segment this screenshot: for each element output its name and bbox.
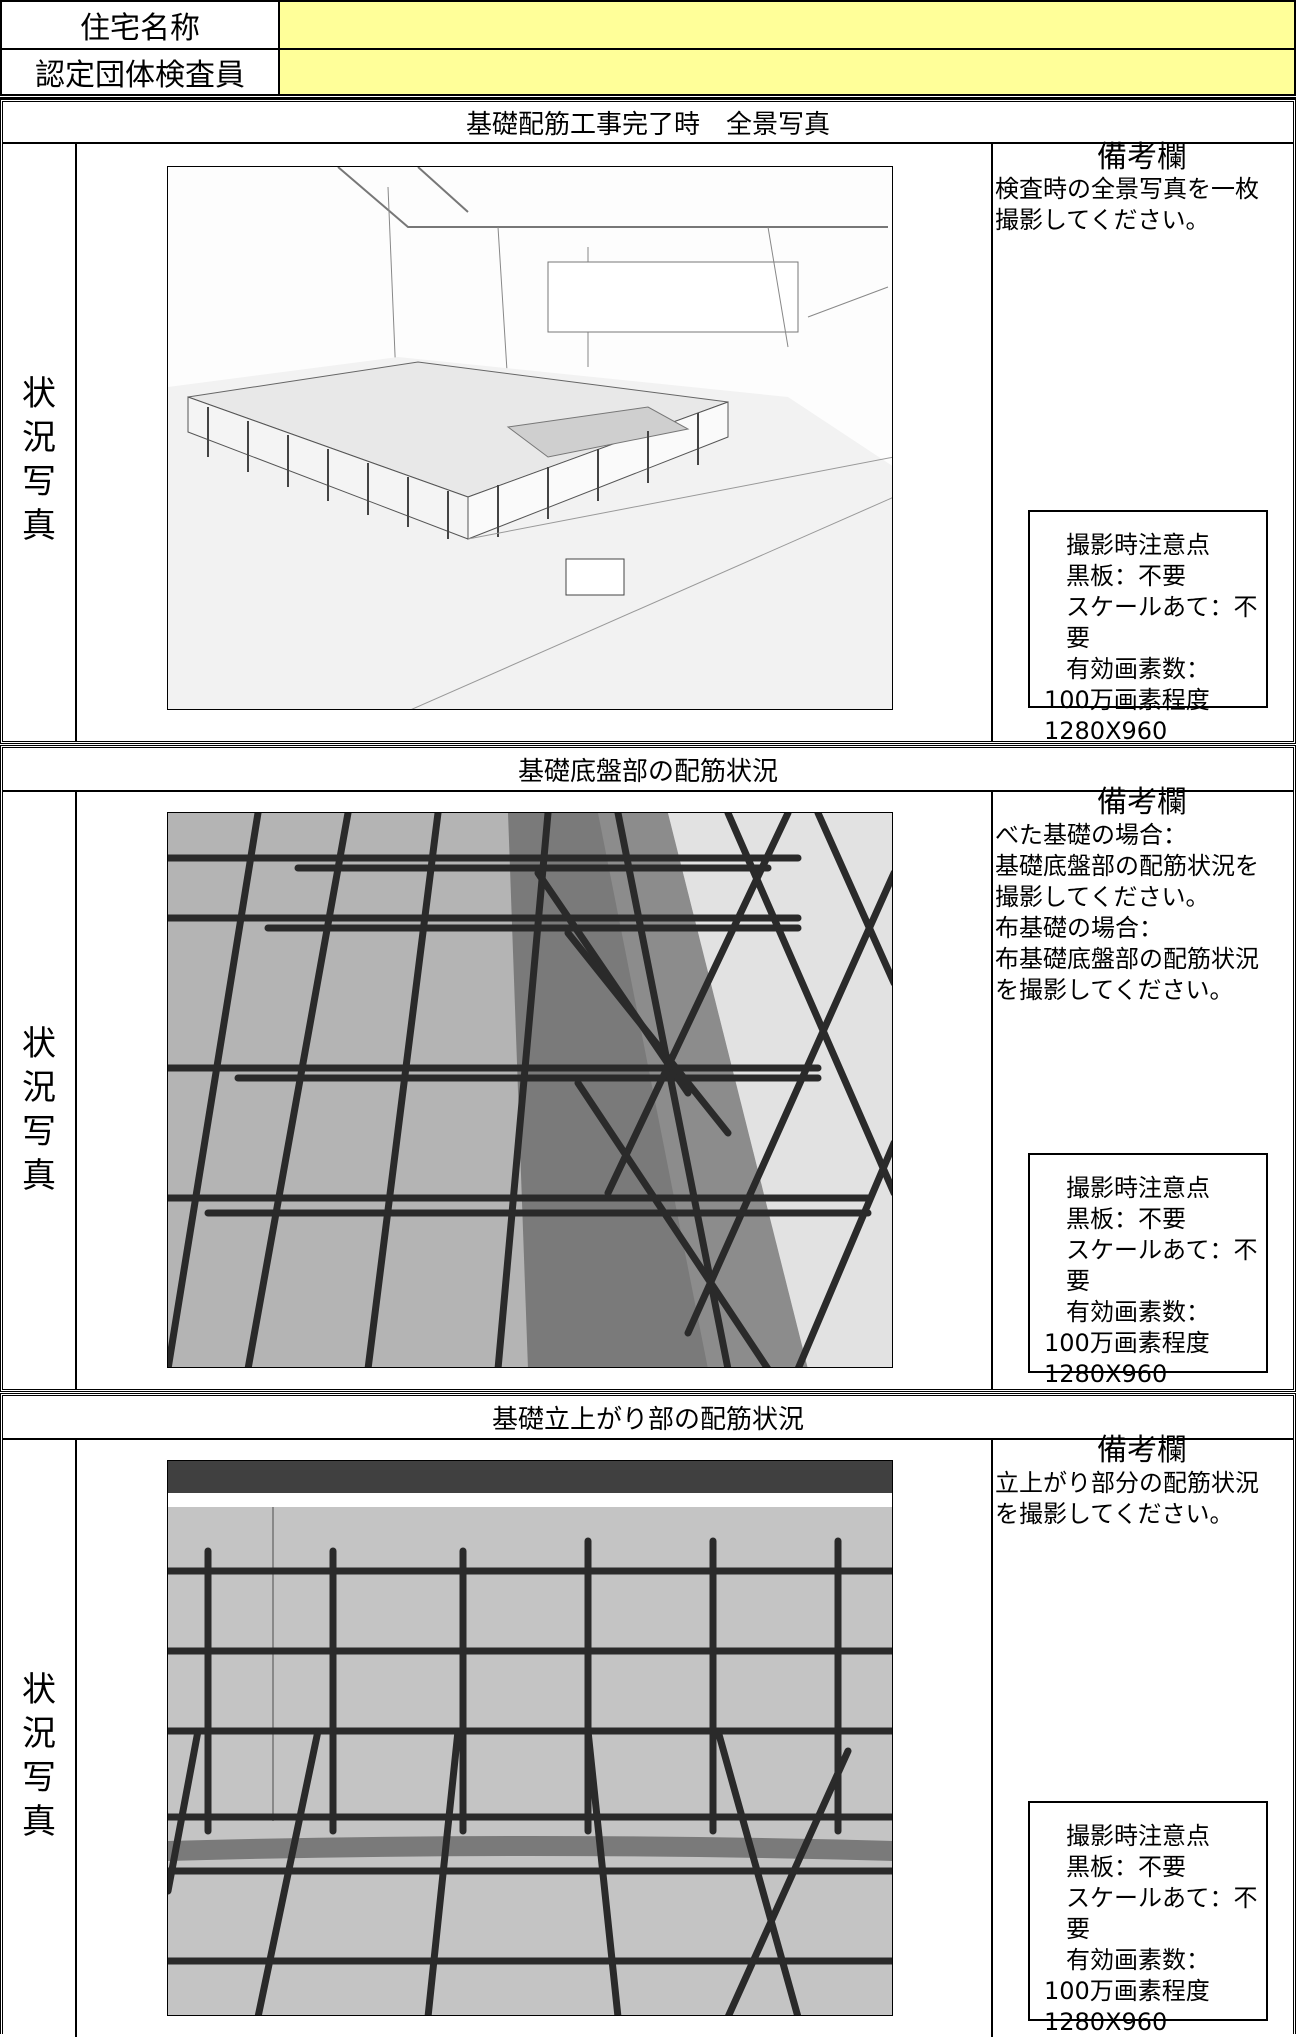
- notes-pixels-label: 有効画素数：: [1066, 1946, 1210, 1974]
- notes-scale: スケールあて：不要: [1066, 1236, 1258, 1295]
- notes-title: 撮影時注意点: [1066, 531, 1210, 559]
- side-label: 状況写真: [22, 1670, 56, 1842]
- section-overview: 基礎配筋工事完了時 全景写真 状況写真: [0, 99, 1296, 745]
- overview-photo: [167, 166, 893, 710]
- notes-title: 撮影時注意点: [1066, 1174, 1210, 1202]
- section-title: 基礎配筋工事完了時 全景写真: [465, 109, 830, 140]
- section-base-slab: 基礎底盤部の配筋状況 状況写真: [0, 745, 1296, 1392]
- notes-pixels-value: 100万画素程度: [1044, 1329, 1210, 1357]
- foundation-overview-illustration: [168, 167, 892, 709]
- inspector-label: 認定団体検査員: [0, 48, 280, 96]
- side-label: 状況写真: [22, 374, 56, 546]
- notes-scale: スケールあて：不要: [1066, 1884, 1258, 1943]
- notes-title: 撮影時注意点: [1066, 1822, 1210, 1850]
- remarks-title: 備考欄: [1097, 1433, 1187, 1468]
- remarks-text: 検査時の全景写真を一枚 撮影してください。: [995, 175, 1259, 234]
- notes-resolution: 1280X960: [1044, 2008, 1168, 2036]
- remarks-text: 立上がり部分の配筋状況 を撮影してください。: [995, 1469, 1259, 1528]
- notes-blackboard: 黒板：不要: [1066, 1853, 1186, 1881]
- remarks-title: 備考欄: [1097, 140, 1187, 175]
- notes-blackboard: 黒板：不要: [1066, 562, 1186, 590]
- base-slab-rebar-illustration: [168, 813, 892, 1367]
- shooting-notes: 撮影時注意点 黒板：不要 スケールあて：不要 有効画素数： 100万画素程度 1…: [1028, 510, 1268, 745]
- notes-pixels-label: 有効画素数：: [1066, 655, 1210, 683]
- notes-pixels-value: 100万画素程度: [1044, 686, 1210, 714]
- notes-resolution: 1280X960: [1044, 717, 1168, 745]
- side-label: 状況写真: [22, 1024, 56, 1196]
- notes-scale: スケールあて：不要: [1066, 593, 1258, 652]
- inspector-field[interactable]: [278, 48, 1296, 96]
- base-slab-photo: [167, 812, 893, 1368]
- rising-wall-photo: [167, 1460, 893, 2016]
- house-name-field[interactable]: [278, 0, 1296, 50]
- shooting-notes: 撮影時注意点 黒板：不要 スケールあて：不要 有効画素数： 100万画素程度 1…: [1028, 1801, 1268, 2036]
- section-title: 基礎底盤部の配筋状況: [517, 756, 778, 787]
- section-title: 基礎立上がり部の配筋状況: [491, 1404, 804, 1435]
- rising-wall-rebar-illustration: [168, 1461, 892, 2015]
- notes-pixels-label: 有効画素数：: [1066, 1298, 1210, 1326]
- notes-blackboard: 黒板：不要: [1066, 1205, 1186, 1233]
- notes-pixels-value: 100万画素程度: [1044, 1977, 1210, 2005]
- shooting-notes: 撮影時注意点 黒板：不要 スケールあて：不要 有効画素数： 100万画素程度 1…: [1028, 1153, 1268, 1388]
- remarks-title: 備考欄: [1097, 785, 1187, 820]
- remarks-text: べた基礎の場合： 基礎底盤部の配筋状況を 撮影してください。 布基礎の場合： 布…: [995, 821, 1259, 1004]
- notes-resolution: 1280X960: [1044, 1360, 1168, 1388]
- house-name-label: 住宅名称: [0, 0, 280, 50]
- section-rising-wall: 基礎立上がり部の配筋状況 状況写真: [0, 1393, 1296, 2037]
